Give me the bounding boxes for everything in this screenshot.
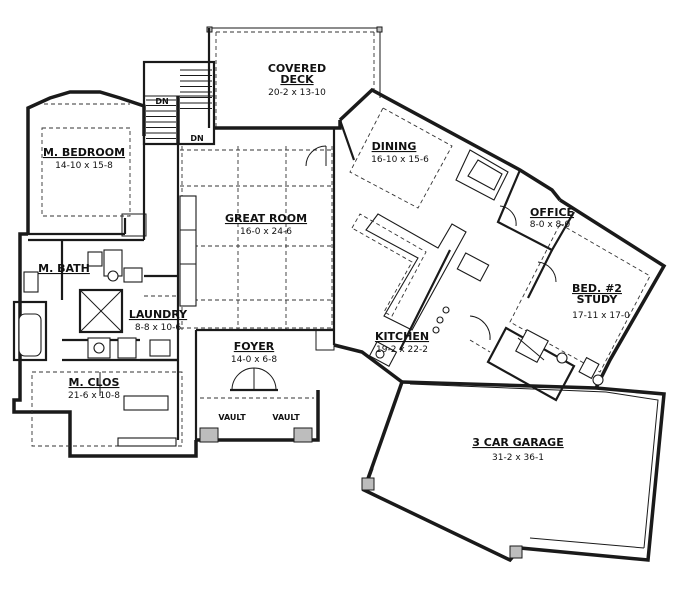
- vault-label-left: VAULT: [218, 413, 246, 422]
- master-closet-area: [31, 358, 183, 447]
- stair-down-label-1: DN: [155, 97, 168, 106]
- bedroom2-dims: 17-11 x 17-0: [572, 311, 630, 321]
- garage-area: [361, 315, 666, 563]
- garage-dims: 31-2 x 36-1: [492, 453, 544, 463]
- great-room-label: GREAT ROOM: [225, 212, 307, 225]
- master-bath-label: M. BATH: [38, 262, 90, 275]
- master-bedroom-area: [28, 103, 147, 240]
- master-bath-area: [12, 238, 144, 362]
- master-bedroom-dims: 14-10 x 15-8: [55, 161, 113, 171]
- garage-label: 3 CAR GARAGE: [472, 436, 563, 449]
- vault-label-right: VAULT: [272, 413, 300, 422]
- master-closet-label: M. CLOS: [69, 376, 120, 389]
- master-closet-dims: 21-6 x 10-8: [68, 391, 120, 401]
- foyer-dims: 14-0 x 6-8: [231, 355, 277, 365]
- dining-dims: 16-10 x 15-6: [371, 155, 429, 165]
- kitchen-dims: 19-2 x 22-2: [376, 345, 428, 355]
- dining-label: DINING: [372, 140, 417, 153]
- kitchen-label: KITCHEN: [375, 330, 429, 343]
- foyer-area: [196, 328, 335, 443]
- office-dims: 8-0 x 8-0: [530, 220, 571, 230]
- great-room-dims: 16-0 x 24-6: [240, 227, 292, 237]
- laundry-label: LAUNDRY: [129, 308, 188, 321]
- bedroom2-label: BED. #2: [572, 282, 622, 295]
- master-bedroom-label: M. BEDROOM: [43, 146, 125, 159]
- covered-deck-area: [206, 26, 383, 128]
- room-labels: COVERED DECK 20-2 x 13-10 M. BEDROOM 14-…: [38, 62, 630, 463]
- dining-area: [338, 107, 509, 209]
- study-label: STUDY: [577, 293, 619, 306]
- stair-down-label-2: DN: [190, 134, 203, 143]
- laundry-dims: 8-8 x 10-6: [135, 323, 181, 333]
- exterior-walls: [12, 87, 667, 458]
- office-area: [496, 169, 575, 252]
- covered-deck-label: COVERED: [268, 62, 326, 75]
- covered-deck-label-2: DECK: [280, 73, 314, 86]
- bedroom2-area: [486, 223, 651, 402]
- great-room-area: [179, 145, 334, 330]
- stairs: [142, 60, 216, 146]
- covered-deck-dims: 20-2 x 13-10: [268, 88, 326, 98]
- kitchen-area: [351, 213, 490, 367]
- office-label: OFFICE: [530, 206, 574, 219]
- foyer-label: FOYER: [234, 340, 275, 353]
